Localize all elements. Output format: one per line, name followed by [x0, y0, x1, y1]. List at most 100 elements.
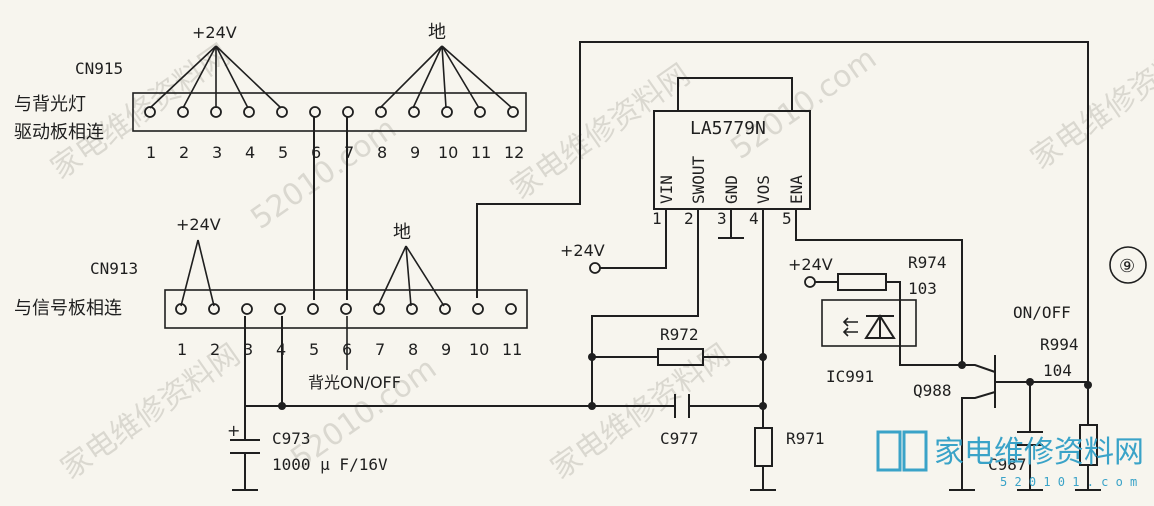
cn913-ground-label: 地 — [393, 222, 411, 243]
r971-ground — [750, 466, 776, 491]
c973-polarity: + — [227, 421, 240, 440]
watermark-text: 家电维修资料网 — [55, 337, 247, 486]
optocoupler-ic991 — [821, 299, 917, 347]
cn913-pin-number: 9 — [441, 340, 451, 359]
cn915-pin-number: 9 — [410, 143, 420, 162]
ic991-ref: IC991 — [826, 367, 874, 386]
ic-pin-name: VIN — [657, 175, 676, 204]
cn913-pin-number: 5 — [309, 340, 319, 359]
cn915-pin-number: 5 — [278, 143, 288, 162]
cn915-pin — [177, 106, 189, 118]
cn915-pin — [210, 106, 222, 118]
cn913-pin — [505, 303, 517, 315]
resistor-r974 — [837, 273, 887, 291]
resistor-r971 — [754, 427, 773, 467]
cn915-pin — [507, 106, 519, 118]
cn915-pin — [375, 106, 387, 118]
cn915-ground-label: 地 — [428, 22, 446, 43]
figure-number: ⑨ — [1119, 256, 1135, 277]
watermark-url: 52010.com — [245, 111, 404, 237]
ic-pin-number: 4 — [749, 209, 759, 228]
cn913-pin — [307, 303, 319, 315]
cn915-pin — [342, 106, 354, 118]
cn913-pin-number: 3 — [243, 340, 253, 359]
cn915-pin — [309, 106, 321, 118]
cn913-pin — [406, 303, 418, 315]
ic-ground-symbol — [718, 209, 744, 239]
cn915-pin — [474, 106, 486, 118]
q988-ref: Q988 — [913, 381, 952, 400]
junction-dot — [759, 353, 767, 361]
cn915-pin-number: 12 — [504, 143, 524, 162]
junction-dot — [759, 402, 767, 410]
wire-r974 — [815, 281, 962, 366]
cn913-pin-number: 1 — [177, 340, 187, 359]
cn915-pin — [243, 106, 255, 118]
cn913-pin-number: 11 — [502, 340, 522, 359]
capacitor-c977 — [674, 394, 690, 418]
r971-ref: R971 — [786, 429, 825, 448]
junction-dot — [588, 353, 596, 361]
ic-pin-number: 1 — [652, 209, 662, 228]
r974-value: 103 — [908, 279, 937, 298]
wire-ena — [795, 209, 963, 365]
cn915-pin-number: 1 — [146, 143, 156, 162]
c987-ref: C987 — [988, 455, 1027, 474]
cn913-pin-number: 10 — [469, 340, 489, 359]
resistor-r972 — [657, 348, 704, 366]
ic-pin-number: 2 — [684, 209, 694, 228]
capacitor-c987 — [1017, 382, 1043, 491]
site-logo: 家电维修资料网 5 2 0 1 0 1 . c o m — [876, 430, 1144, 489]
cn915-pin-number: 3 — [212, 143, 222, 162]
cn915-pin-number: 4 — [245, 143, 255, 162]
cn913-24v-label: +24V — [176, 215, 221, 234]
vin-supply-label: +24V — [560, 241, 605, 260]
cn915-pin-number: 2 — [179, 143, 189, 162]
vin-terminal — [589, 262, 601, 274]
ic-pin-name: VOS — [754, 175, 773, 204]
wire-vin — [600, 209, 667, 269]
logo-text: 家电维修资料网 — [934, 435, 1144, 470]
cn913-pin — [472, 303, 484, 315]
cn915-pin — [441, 106, 453, 118]
junction-dot — [588, 402, 596, 410]
r994-ref: R994 — [1040, 335, 1079, 354]
ic-pin-name: ENA — [787, 175, 806, 204]
cn913-pin — [274, 303, 286, 315]
cn913-pin — [241, 303, 253, 315]
logo-url: 5 2 0 1 0 1 . c o m — [1000, 475, 1137, 489]
cn915-pin-number: 8 — [377, 143, 387, 162]
watermark-url: 52010.com — [725, 41, 884, 167]
cn915-24v-label: +24V — [192, 23, 237, 42]
ic-pin-name: SWOUT — [689, 155, 708, 204]
onoff-label: ON/OFF — [1013, 303, 1071, 322]
ic-pin-number: 3 — [717, 209, 727, 228]
ic-pin-name: GND — [722, 175, 741, 204]
c973-value: 1000 μ F/16V — [272, 455, 388, 474]
ic-pin-number: 5 — [782, 209, 792, 228]
cn915-pin-number: 10 — [438, 143, 458, 162]
r974-ref: R974 — [908, 253, 947, 272]
cn915-pin-number: 7 — [344, 143, 354, 162]
cn915-pin — [276, 106, 288, 118]
cn913-pin — [340, 303, 352, 315]
cn915-pin — [144, 106, 156, 118]
wire-onoff-rail — [476, 41, 1089, 385]
r994-wires — [1075, 385, 1101, 491]
r972-ref: R972 — [660, 325, 699, 344]
cn915-pin — [408, 106, 420, 118]
watermark-text: 家电维修资料网 — [1025, 27, 1154, 176]
r994-value: 104 — [1043, 361, 1072, 380]
cn915-desc-line1: 与背光灯 — [14, 94, 86, 115]
cn913-desc: 与信号板相连 — [14, 298, 122, 319]
led-supply-terminal — [804, 276, 816, 288]
c973-ref: C973 — [272, 429, 311, 448]
cn913-pin-number: 8 — [408, 340, 418, 359]
cn913-pin — [439, 303, 451, 315]
figure-number-circle — [1109, 246, 1147, 284]
